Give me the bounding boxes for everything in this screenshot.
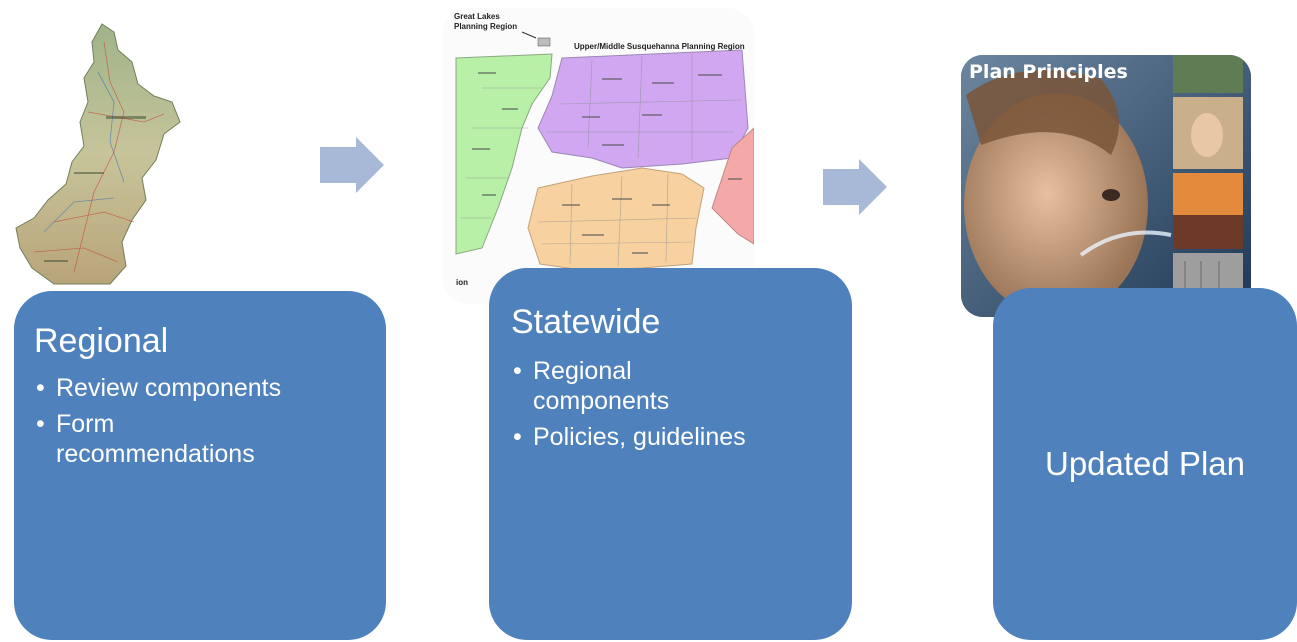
regional-map-image [14, 22, 186, 286]
arrow-right-icon [320, 137, 384, 193]
list-item: Review components [34, 373, 366, 403]
list-item: Regional components [511, 356, 703, 416]
regional-box: Regional Review components Form recommen… [14, 291, 386, 640]
statewide-title: Statewide [511, 303, 661, 341]
map-label-susquehanna: Upper/Middle Susquehanna Planning Region [574, 42, 745, 51]
statewide-box: Statewide Regional components Policies, … [489, 268, 852, 640]
list-item: Form recommendations [34, 409, 266, 469]
updated-plan-box: Updated Plan [993, 288, 1297, 640]
plan-principles-image: Plan Principles [961, 55, 1251, 317]
statewide-bullets: Regional components Policies, guidelines [511, 356, 832, 452]
regional-title: Regional [34, 322, 169, 360]
planning-regions-map-image: Great Lakes Planning Region Upper/Middle… [442, 8, 754, 304]
pennsylvania-region-map-icon [15, 23, 181, 285]
regional-bullets: Review components Form recommendations [34, 373, 366, 469]
list-item: Policies, guidelines [511, 422, 832, 452]
updated-plan-title: Updated Plan [1045, 445, 1245, 482]
map-label-great-lakes: Great Lakes Planning Region [454, 12, 518, 31]
plan-principles-photo-icon [961, 55, 1251, 317]
planning-regions-map-icon [442, 8, 754, 304]
arrow-right-icon [823, 159, 887, 215]
map-label-region-fragment: ion [456, 278, 468, 287]
plan-principles-caption: Plan Principles [969, 61, 1128, 83]
